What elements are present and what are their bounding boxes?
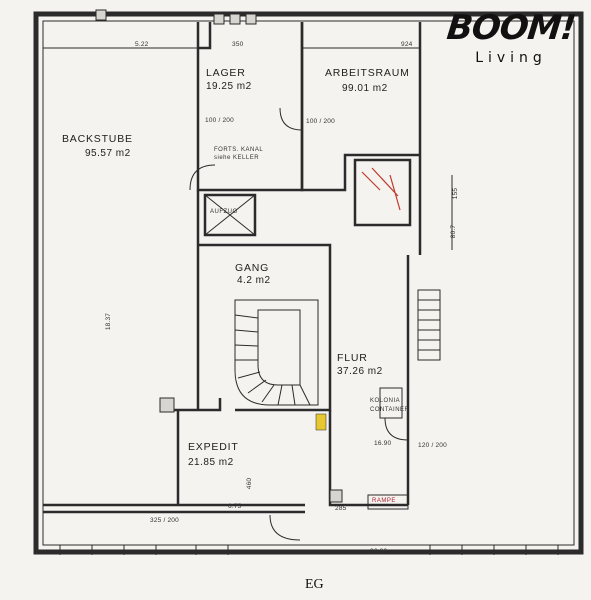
gang-area: 4.2 m2 (237, 275, 271, 286)
siehekeller-label: siehe KELLER (214, 155, 260, 161)
lager-label: LAGER (206, 67, 246, 79)
dim-460: 460 (246, 477, 254, 490)
flur-wall-bottom (328, 410, 408, 507)
dim-675: 6.75 (228, 503, 242, 510)
dim-120-200: 120 / 200 (418, 442, 447, 449)
yellow-marker (315, 413, 327, 431)
expedit-wall (160, 398, 222, 412)
logo-main-text: BOOM! (444, 8, 578, 48)
flur-label: FLUR (337, 352, 368, 364)
service-red (361, 167, 401, 211)
gang-label: GANG (235, 262, 270, 274)
dim-155: 155 (452, 187, 460, 200)
gang-walls (198, 243, 332, 412)
aufzug-cross (204, 194, 256, 236)
expedit-label: EXPEDIT (188, 441, 239, 453)
dim-2680: 26.80 (370, 548, 388, 555)
dim-1837: 18.37 (105, 312, 113, 331)
arbeitsraum-area: 99.01 m2 (342, 83, 388, 94)
top-vent-1 (213, 13, 225, 25)
backstube-label: BACKSTUBE (62, 133, 133, 145)
rampe-label: RAMPE (372, 498, 396, 504)
column-a (159, 397, 175, 413)
column-b (329, 489, 343, 503)
stair-right (417, 289, 441, 361)
dim-285: 285 (335, 505, 347, 512)
dim-924: 924 (401, 41, 413, 48)
top-vent-3 (245, 13, 257, 25)
dim-522: 5.22 (135, 41, 149, 48)
dim-100-200-b: 100 / 200 (306, 118, 335, 125)
dim-350: 350 (232, 41, 244, 48)
kolonia-label: KOLONIA (370, 398, 401, 404)
stair-inner (257, 309, 301, 386)
rampe (367, 494, 409, 510)
service-room (353, 158, 412, 227)
windows-bottom (59, 545, 559, 555)
arbeitsraum-label: ARBEITSRAUM (325, 67, 410, 79)
door-swing-1 (189, 164, 216, 191)
top-vent-4 (95, 9, 107, 21)
stair-right-steps (418, 299, 440, 351)
top-vent-2 (229, 13, 241, 25)
floor-label: EG (305, 577, 324, 592)
arbeitsraum-walls (300, 22, 420, 192)
aufzug-label: AUFZUG (210, 209, 238, 215)
door-swing-3 (269, 514, 301, 541)
expedit-area: 21.85 m2 (188, 457, 234, 468)
lager-notch (198, 22, 212, 50)
dim-100-200-a: 100 / 200 (205, 117, 234, 124)
backstube-area: 95.57 m2 (85, 148, 131, 159)
logo-sub-text: Living (475, 50, 547, 66)
stair-outer (234, 299, 319, 406)
door-swing-2 (279, 107, 303, 131)
stair-steps (234, 314, 311, 406)
container-box (379, 387, 403, 419)
outer-wall (33, 11, 584, 555)
flur-area: 37.26 m2 (337, 366, 383, 377)
outer-wall-inner (42, 20, 575, 546)
boom-living-logo: BOOM! Living (445, 8, 577, 78)
container-label: CONTAINER (370, 407, 410, 413)
fortskanal-label: FORTS. KANAL (214, 147, 264, 153)
dim-807: 80.7 (450, 224, 458, 239)
dim-325-200: 325 / 200 (150, 517, 179, 524)
door-swing-4 (384, 417, 409, 441)
aufzug-shaft (203, 193, 257, 237)
lager-area: 19.25 m2 (206, 81, 252, 92)
dim-1690: 16.90 (374, 440, 392, 447)
